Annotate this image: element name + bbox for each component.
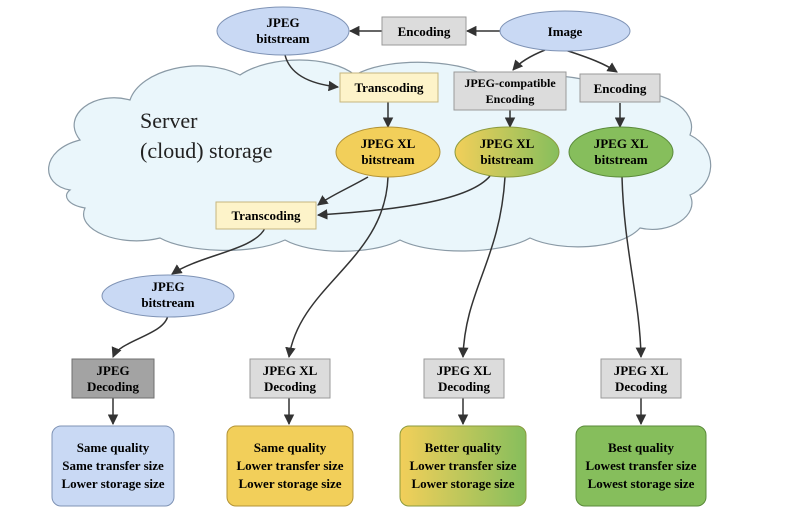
edge-image-jpegcompat (512, 49, 546, 71)
jpeg-bitstream-bottom-line2: bitstream (141, 295, 194, 310)
jpeg-bitstream-top-line1: JPEG (266, 15, 299, 30)
jpeg-bitstream-bottom: JPEG bitstream (101, 274, 235, 318)
cloud-title-line2: (cloud) storage (140, 138, 273, 163)
edges (107, 25, 647, 426)
edge-jxl1-transcoding-mid (317, 176, 369, 206)
jxl-bitstream-1: JPEG XL bitstream (335, 126, 441, 178)
outcome-box-1: Same quality Same transfer size Lower st… (51, 425, 175, 507)
jxl-bitstream-3: JPEG XL bitstream (568, 126, 674, 178)
jpeg-decoding-box: JPEG Decoding (71, 358, 155, 399)
jpeg-compatible-encoding-box: JPEG-compatible Encoding (453, 71, 567, 111)
outcome-3-storage: Lower storage size (411, 476, 514, 491)
outcome-1-quality: Same quality (77, 440, 150, 455)
jxl-decoding-box-2: JPEG XL Decoding (423, 358, 505, 399)
image-node: Image (499, 10, 631, 52)
edge-transcoding-jpeg-bottom (171, 227, 266, 275)
outcome-1-storage: Lower storage size (61, 476, 164, 491)
jxl-bitstream-1-line2: bitstream (361, 152, 414, 167)
outcome-4-quality: Best quality (608, 440, 675, 455)
outcome-box-3: Better quality Lower transfer size Lower… (399, 425, 527, 507)
jxl-decoding-2-line2: Decoding (438, 379, 491, 394)
edge-jpeg-bottom-decoding (111, 314, 169, 358)
transcoding-top-box: Transcoding (339, 72, 439, 103)
jpeg-compatible-encoding-line2: Encoding (486, 92, 535, 106)
jxl-decoding-3-line2: Decoding (615, 379, 668, 394)
jxl-decoding-3-line1: JPEG XL (614, 363, 669, 378)
outcome-4-storage: Lowest storage size (588, 476, 695, 491)
jpeg-bitstream-top: JPEG bitstream (216, 6, 350, 56)
jxl-bitstream-2-line1: JPEG XL (480, 136, 535, 151)
jxl-bitstream-1-line1: JPEG XL (361, 136, 416, 151)
edge-jxl3-decoding3 (621, 176, 647, 359)
outcome-3-quality: Better quality (425, 440, 502, 455)
edge-jxl2-decoding2 (458, 176, 506, 359)
jpeg-compatible-encoding-line1: JPEG-compatible (464, 76, 556, 90)
encoding-top-label: Encoding (398, 24, 451, 39)
outcome-2-transfer: Lower transfer size (236, 458, 343, 473)
edge-image-encoding-right (564, 49, 618, 73)
cloud-title-line1: Server (140, 108, 198, 133)
jxl-bitstream-2-line2: bitstream (480, 152, 533, 167)
jpeg-decoding-line1: JPEG (96, 363, 129, 378)
edge-jpeg-transcoding (284, 54, 340, 92)
jpeg-bitstream-bottom-line1: JPEG (151, 279, 184, 294)
edge-jxl1-decoding1 (285, 176, 389, 359)
encoding-right-box: Encoding (579, 73, 661, 103)
jxl-bitstream-3-line2: bitstream (594, 152, 647, 167)
jxl-decoding-box-3: JPEG XL Decoding (600, 358, 682, 399)
jpeg-decoding-line2: Decoding (87, 379, 140, 394)
encoding-top-box: Encoding (381, 16, 467, 46)
jxl-decoding-1-line1: JPEG XL (263, 363, 318, 378)
outcome-2-quality: Same quality (254, 440, 327, 455)
transcoding-top-label: Transcoding (354, 80, 424, 95)
jpeg-bitstream-top-line2: bitstream (256, 31, 309, 46)
jxl-decoding-2-line1: JPEG XL (437, 363, 492, 378)
encoding-right-label: Encoding (594, 81, 647, 96)
transcoding-mid-box: Transcoding (215, 201, 317, 230)
outcome-4-transfer: Lowest transfer size (586, 458, 697, 473)
outcome-box-2: Same quality Lower transfer size Lower s… (226, 425, 354, 507)
transcoding-mid-label: Transcoding (231, 208, 301, 223)
jxl-decoding-box-1: JPEG XL Decoding (249, 358, 331, 399)
image-label: Image (548, 24, 583, 39)
outcome-2-storage: Lower storage size (238, 476, 341, 491)
outcome-3-transfer: Lower transfer size (409, 458, 516, 473)
jxl-bitstream-3-line1: JPEG XL (594, 136, 649, 151)
outcome-1-transfer: Same transfer size (62, 458, 164, 473)
jxl-decoding-1-line2: Decoding (264, 379, 317, 394)
jxl-bitstream-2: JPEG XL bitstream (454, 126, 560, 178)
edge-jxl2-transcoding-mid (316, 175, 491, 220)
outcome-box-4: Best quality Lowest transfer size Lowest… (575, 425, 707, 507)
